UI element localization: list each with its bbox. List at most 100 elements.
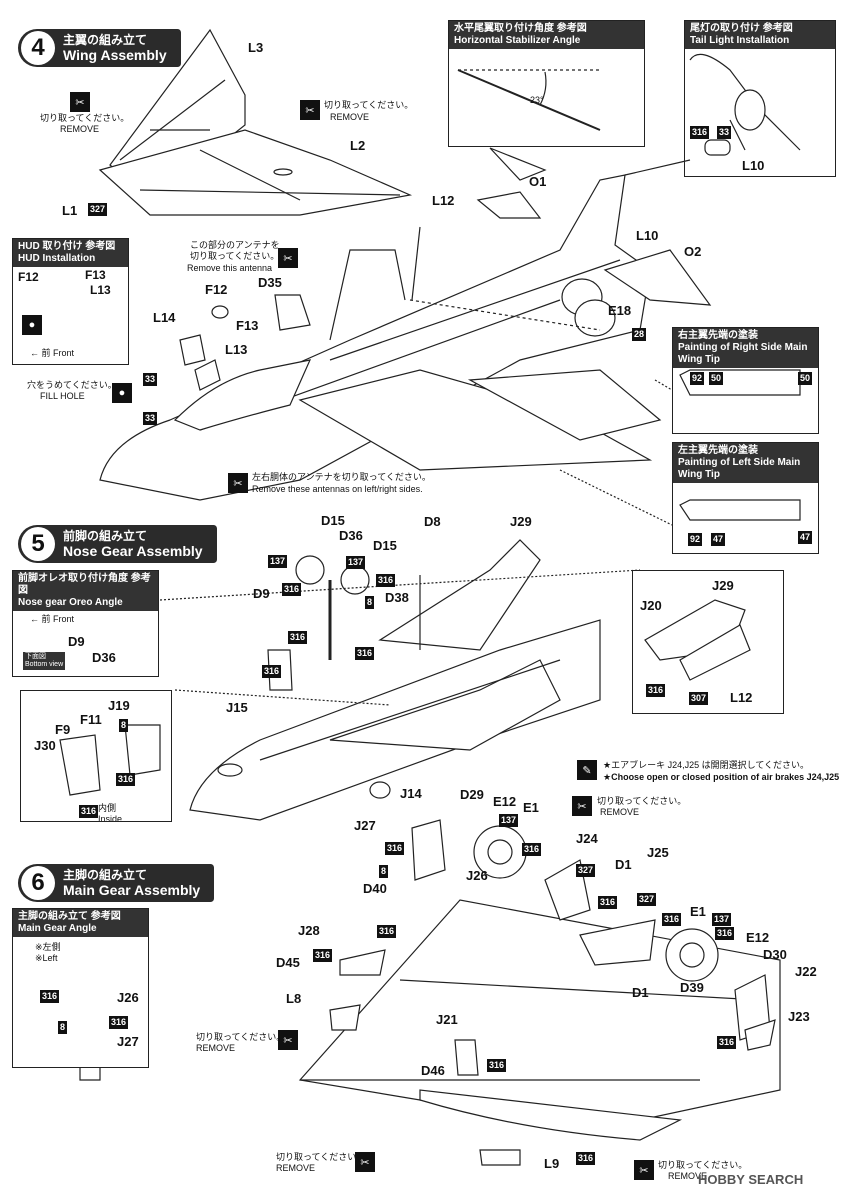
antenna-note-jp: この部分のアンテナを切り取ってください。 [190,240,280,261]
badge-137: 137 [346,556,366,569]
remove-en: REMOVE [196,1043,236,1053]
badge-316: 316 [109,1016,129,1029]
label-d35: D35 [258,275,282,290]
airbrake-en: ★Choose open or closed position of air b… [603,772,840,782]
cut-icon: ✂ [278,248,298,268]
remove-jp: 切り取ってください。 [276,1152,366,1162]
label-d45: D45 [276,955,300,970]
label-o1: O1 [529,174,547,189]
label-l1: L1 [62,203,78,218]
label-j26: J26 [466,868,488,883]
label-j27: J27 [354,818,376,833]
badge-316: 316 [576,1152,596,1165]
label-j24: J24 [576,831,598,846]
step5-title-en: Nose Gear Assembly [63,543,203,559]
badge-316: 316 [282,583,302,596]
label-d8: D8 [424,514,441,529]
stab-angle: 23° [530,95,544,105]
label-f9: F9 [55,722,71,737]
badge-33: 33 [717,126,732,139]
label-d9: D9 [253,586,270,601]
badge-316: 316 [40,990,60,1003]
label-d36: D36 [339,528,363,543]
badge-316: 316 [717,1036,737,1049]
badge-307: 307 [689,692,709,705]
remove-en: REMOVE [330,112,370,122]
label-e1: E1 [690,904,706,919]
badge-316: 316 [646,684,666,697]
main-ref-j26: J26 [117,990,139,1005]
label-e18: E18 [608,303,632,318]
label-j29: J29 [510,514,532,529]
fill-hole-icon: ● [22,315,42,335]
badge-316: 316 [598,896,618,909]
badge-316: 316 [385,842,405,855]
cut-icon: ✂ [634,1160,654,1180]
label-j23: J23 [788,1009,810,1024]
step5-title-jp: 前脚の組み立て [63,529,148,543]
label-j20: J20 [640,598,662,613]
tail-en: Tail Light Installation [690,35,790,46]
remove-en: REMOVE [600,807,640,817]
label-j29: J29 [712,578,734,593]
label-e12: E12 [493,794,517,809]
remove-jp: 切り取ってください。 [324,100,414,110]
label-d29: D29 [460,787,484,802]
main-ref-jp: 主脚の組み立て 参考図 [18,911,121,922]
label-j22: J22 [795,964,817,979]
airbrake-icon: ✎ [577,760,597,780]
label-f12: F12 [205,282,228,297]
main-ref-left: ※左側※Left [35,942,61,963]
badge-316: 316 [377,925,397,938]
step4-title-en: Wing Assembly [63,47,167,63]
badge-92: 92 [690,372,705,385]
step6-header: 6 主脚の組み立て Main Gear Assembly [18,864,215,902]
badge-50: 50 [709,372,724,385]
tail-l10: L10 [742,158,765,173]
remove-en: REMOVE [60,124,100,134]
badge-327: 327 [576,864,596,877]
badge-316: 316 [79,805,99,818]
cut-icon: ✂ [278,1030,298,1050]
badge-8: 8 [119,719,129,732]
nose-ref-jp: 前脚オレオ取り付け角度 参考図 [18,573,151,596]
step5-header: 5 前脚の組み立て Nose Gear Assembly [18,525,217,563]
nose-gear-strut [295,555,421,660]
step6-number: 6 [21,866,55,900]
remove-jp: 切り取ってください。 [40,113,130,123]
wing-underside [298,899,781,1121]
remove-jp: 切り取ってください。 [196,1032,286,1042]
badge-8: 8 [365,596,375,609]
badge-327: 327 [637,893,657,906]
badge-137: 137 [712,913,732,926]
airbrake-jp: ★エアブレーキ J24,J25 は開閉選択してください。 [603,760,810,770]
label-l10: L10 [636,228,659,243]
nose-ref-d9: D9 [68,634,85,649]
main-gear-wheel-right [665,928,719,982]
label-f13: F13 [236,318,259,333]
step4-number: 4 [21,31,55,65]
label-o2: O2 [684,244,702,259]
badge-316: 316 [313,949,333,962]
j20-ref-box [632,570,784,714]
badge-316: 316 [487,1059,507,1072]
badge-28: 28 [632,328,647,341]
badge-316: 316 [288,631,308,644]
label-d30: D30 [763,947,787,962]
hud-f13: F13 [85,268,106,282]
step5-number: 5 [21,527,55,561]
label-j14: J14 [400,786,422,801]
badge-316: 316 [715,927,735,940]
badge-8: 8 [58,1021,68,1034]
label-l9: L9 [544,1156,560,1171]
step6-title-jp: 主脚の組み立て [63,868,148,882]
nose-ref-d36: D36 [92,650,116,665]
fill-hole-jp: 穴をうめてください。 [27,380,117,390]
label-l3: L3 [248,40,264,55]
